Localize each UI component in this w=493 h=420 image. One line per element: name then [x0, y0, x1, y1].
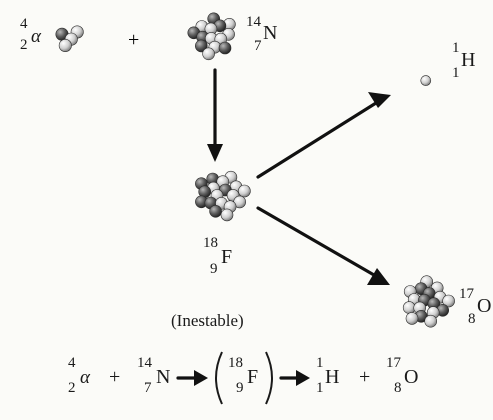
fluorine-mass-number: 18 [203, 235, 218, 251]
oxygen-nucleus-icon [403, 276, 454, 328]
eq-nitrogen-symbol: N [156, 366, 170, 388]
nitrogen-symbol: N [263, 22, 277, 44]
neutron-sphere [406, 312, 418, 324]
alpha-nucleus-icon [56, 26, 84, 52]
nitrogen-label: 14 7 N [246, 14, 277, 54]
hydrogen-mass-number: 1 [452, 40, 460, 56]
eq-hydrogen-mass: 1 [316, 355, 324, 371]
neutron-sphere [221, 209, 233, 221]
alpha-atomic-number: 2 [20, 37, 28, 53]
hydrogen-symbol: H [461, 49, 475, 71]
eq-alpha-atomic: 2 [68, 380, 76, 396]
eq-oxygen-atomic: 8 [394, 380, 402, 396]
alpha-particle-label: 4 2 α [20, 16, 42, 53]
nitrogen-nucleus-icon [188, 13, 236, 60]
arrow-to-oxygen [258, 208, 390, 285]
neutron-sphere [425, 315, 437, 327]
fluorine-atomic-number: 9 [210, 261, 218, 277]
eq-oxygen-mass: 17 [386, 355, 402, 371]
proton-icon [421, 76, 431, 86]
oxygen-symbol: O [477, 295, 491, 317]
unstable-label: (Inestable) [171, 311, 244, 330]
eq-alpha-mass: 4 [68, 355, 76, 371]
arrow-to-hydrogen [258, 92, 391, 177]
arrow-down [207, 70, 223, 162]
eq-arrow-1 [178, 370, 208, 386]
eq-oxygen-symbol: O [404, 366, 418, 388]
alpha-mass-number: 4 [20, 16, 28, 32]
reaction-equation: 4 2 α + 14 7 N 18 9 F 1 1 H + 17 8 O [68, 352, 418, 404]
hydrogen-atomic-number: 1 [452, 65, 460, 81]
neutron-sphere [59, 39, 71, 51]
neutron-sphere [421, 76, 431, 86]
plus-sign-top: + [128, 29, 139, 51]
eq-nitrogen-atomic: 7 [144, 380, 152, 396]
neutron-sphere [203, 48, 215, 60]
eq-fluorine-symbol: F [247, 366, 258, 388]
alpha-symbol: α [31, 26, 42, 47]
eq-arrow-2 [281, 370, 310, 386]
eq-nitrogen-mass: 14 [137, 355, 153, 371]
nitrogen-atomic-number: 7 [254, 38, 262, 54]
oxygen-label: 17 8 O [459, 286, 491, 327]
eq-plus-1: + [109, 366, 120, 388]
eq-plus-2: + [359, 366, 370, 388]
oxygen-mass-number: 17 [459, 286, 475, 302]
neutron-sphere [403, 302, 415, 314]
proton-sphere [219, 42, 231, 54]
fluorine-symbol: F [221, 246, 232, 268]
eq-hydrogen-atomic: 1 [316, 380, 324, 396]
hydrogen-label: 1 1 H [452, 40, 475, 81]
nitrogen-mass-number: 14 [246, 14, 262, 30]
proton-sphere [210, 205, 222, 217]
eq-fluorine-atomic: 9 [236, 380, 244, 396]
eq-alpha-symbol: α [80, 367, 91, 388]
oxygen-atomic-number: 8 [468, 311, 476, 327]
eq-left-paren [216, 352, 222, 404]
eq-right-paren [266, 352, 272, 404]
eq-hydrogen-symbol: H [325, 366, 339, 388]
fluorine-nucleus-icon [195, 171, 250, 221]
eq-fluorine-mass: 18 [228, 355, 243, 371]
neutron-sphere [238, 185, 250, 197]
fluorine-label: 18 9 F [203, 235, 232, 277]
